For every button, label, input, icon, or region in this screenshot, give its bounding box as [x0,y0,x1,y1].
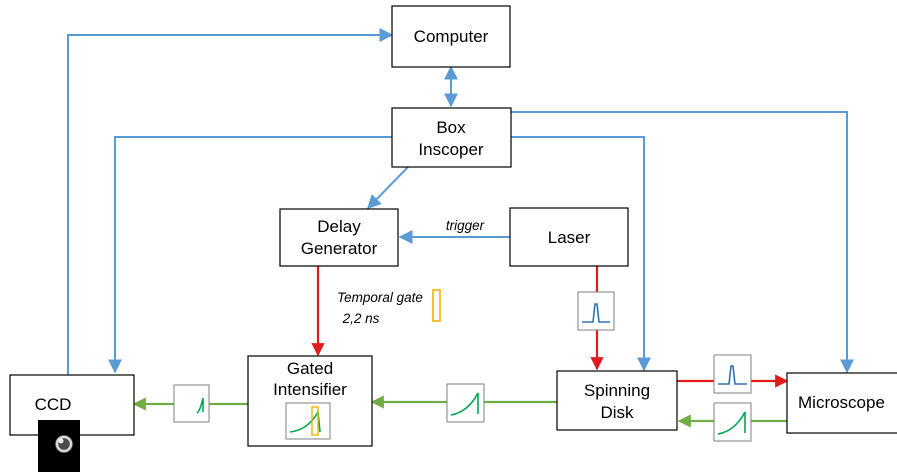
temporal-gate-marker-icon [432,289,441,322]
control-links [67,28,854,375]
temporal-gate-label-line2: 2,2 ns [342,311,380,326]
computer-box: Computer [391,5,511,68]
box-inscoper-to-spinning-disk-link [511,136,651,372]
microscope-box: Microscope [786,372,897,434]
delay-generator-label-line2: Generator [301,239,378,258]
laser-pulse-icon [577,291,615,331]
box-inscoper-box: Box Inscoper [391,107,512,168]
box-inscoper-to-ccd-link [108,136,392,374]
spinning-disk-label-line1: Spinning [584,381,650,400]
gated-intensifier-label-line1: Gated [287,359,333,378]
gated-decay-icon [285,402,331,440]
microscope-label: Microscope [798,393,885,412]
box-inscoper-to-microscope-link [511,111,854,374]
return-decay-curve-icon [713,402,752,442]
ccd-label: CCD [35,395,72,414]
ccd-to-computer-link [67,28,394,375]
cell-image-icon [38,420,80,472]
box-inscoper-to-delay-generator-link [367,166,409,210]
computer-label: Computer [414,27,489,46]
delay-generator-box: Delay Generator [279,208,399,267]
temporal-gate-label-line1: Temporal gate [337,290,423,305]
gated-intensifier-label-line2: Intensifier [273,380,347,399]
trigger-label: trigger [446,218,485,233]
output-pulse-icon [713,354,752,394]
laser-box: Laser [509,207,629,267]
ccd-decay-icon [173,384,210,423]
box-inscoper-label-line2: Inscoper [418,140,484,159]
laser-label: Laser [548,228,591,247]
delay-generator-label-line1: Delay [317,217,361,236]
spinning-disk-label-line2: Disk [600,403,634,422]
spinning-disk-box: Spinning Disk [556,370,678,431]
spinning-disk-decay-curve-icon [446,383,485,423]
gate-window-icon [311,406,319,436]
box-inscoper-label-line1: Box [436,118,466,137]
